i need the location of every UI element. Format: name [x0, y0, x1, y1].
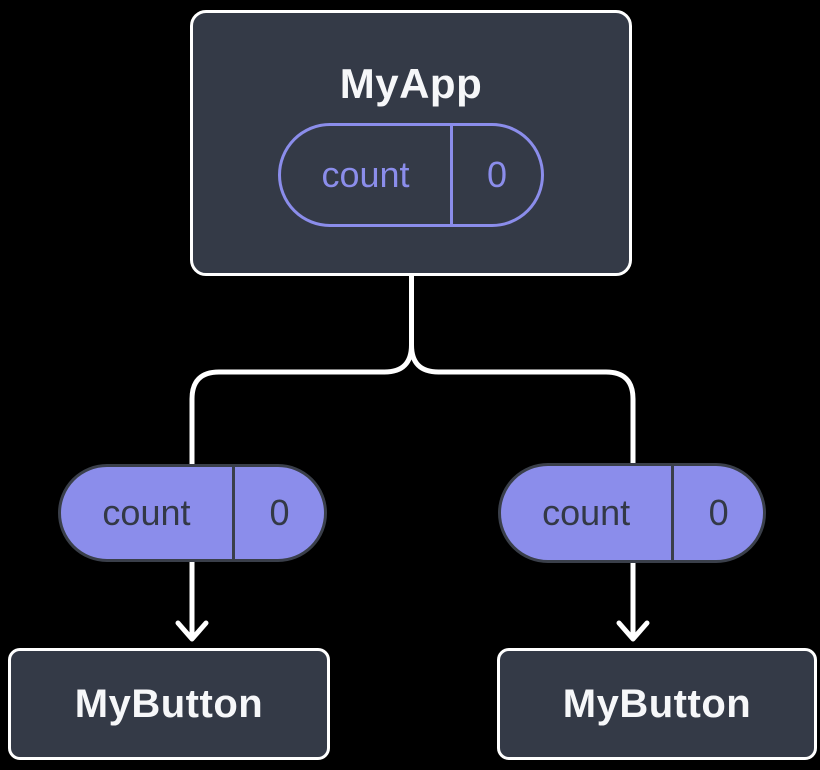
myapp-node: MyApp count 0 — [190, 10, 632, 276]
pill-divider — [231, 467, 235, 559]
state-value: 0 — [486, 154, 508, 196]
pill-divider — [671, 466, 675, 560]
right-prop-pill: count 0 — [498, 463, 766, 563]
connector-left-branch — [189, 269, 414, 639]
mybutton-left-title: MyButton — [74, 682, 264, 726]
state-name: count — [321, 154, 410, 196]
left-prop-pill: count 0 — [58, 464, 327, 562]
mybutton-right-title: MyButton — [562, 682, 752, 726]
right-prop-value: 0 — [708, 492, 729, 533]
left-prop-name: count — [102, 492, 191, 533]
right-prop-name: count — [542, 492, 631, 533]
mybutton-node-right: MyButton — [497, 648, 817, 760]
left-prop-value: 0 — [269, 492, 290, 533]
myapp-title: MyApp — [339, 60, 483, 107]
left-arrowhead-icon — [175, 620, 209, 642]
pill-divider — [450, 126, 453, 225]
myapp-state-pill: count 0 — [278, 123, 544, 228]
connector-right-branch — [409, 269, 636, 639]
right-arrowhead-icon — [616, 620, 650, 642]
mybutton-node-left: MyButton — [8, 648, 330, 760]
